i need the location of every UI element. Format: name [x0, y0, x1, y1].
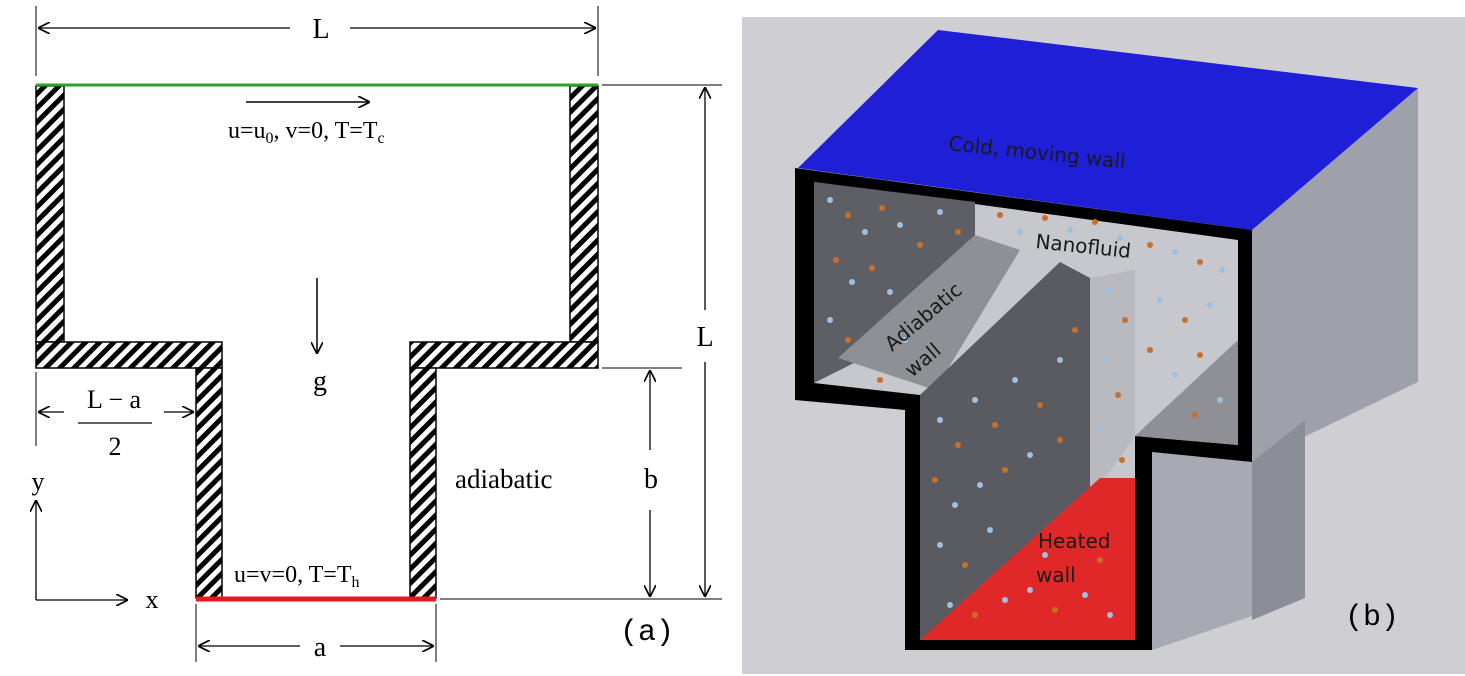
heated-wall-label-line2: wall [1036, 563, 1076, 587]
adiabatic-step-band [838, 235, 1020, 390]
heated-wall-label-line1: Heated [1038, 529, 1110, 553]
bottom-boundary-condition: u=v=0, T=Th [234, 562, 360, 591]
dim-a-label: a [314, 632, 327, 663]
axis-y-label: y [32, 467, 45, 496]
left-upper-wall [35, 85, 65, 343]
lower-box-side-shade [1252, 420, 1305, 620]
nanoparticles [827, 197, 1225, 618]
axis-x-label: x [146, 585, 159, 614]
neck-light-region [1090, 270, 1135, 500]
left-neck-wall [195, 367, 223, 599]
panel-a-tag: (a) [620, 616, 674, 650]
adiabatic-label: adiabatic [455, 464, 552, 494]
panel-b-tag: (b) [1345, 601, 1399, 635]
gravity-label: g [313, 366, 327, 397]
right-upper-wall [569, 85, 599, 343]
dim-right-label: L [696, 322, 713, 353]
top-boundary-condition: u=u0, v=0, T=Tc [228, 118, 385, 147]
dim-top-label: L [312, 14, 329, 45]
interior-back-left [814, 182, 975, 383]
upper-box-side [1252, 88, 1418, 462]
panel-b-render: Cold, moving wall Nanofluid Adiabatic wa… [742, 17, 1465, 674]
neck-back-wall [920, 262, 1090, 640]
right-neck-wall [409, 367, 437, 599]
left-step-wall [35, 341, 223, 369]
neck-offset-numerator: L − a [87, 385, 142, 414]
neck-offset-denominator: 2 [109, 432, 122, 461]
panel-a-schematic: L u=u0, v=0, T=Tc g L b adiabatic L − a … [32, 6, 722, 663]
right-step-wall [409, 341, 599, 369]
moving-wall-top [798, 30, 1418, 230]
dim-b-label: b [644, 464, 658, 495]
adiabatic-step-right [1135, 340, 1238, 445]
heated-wall [920, 478, 1135, 640]
